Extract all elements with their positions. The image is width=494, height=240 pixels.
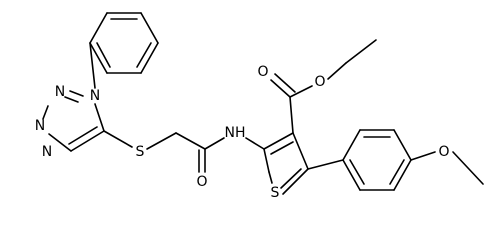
tetrazole-n4-label: N [42,144,52,160]
thiophene-s-label: S [271,185,280,201]
ch2-co-bond [175,132,206,150]
o-ch3-bond [452,151,484,185]
molecule-structure: N N N N S NH O O O O S [35,12,484,201]
ethyl-bond [345,39,377,64]
s-ch2-bond [146,132,177,150]
ester-alkoxy-o-label: O [314,74,325,90]
ester-co-bond-b [274,73,296,93]
tetrazole-ring [42,90,105,152]
methoxyphenyl-ring [342,129,412,191]
ester-co-bond-a [270,79,291,98]
nh-c2-bond [245,137,265,150]
amide-o-label: O [196,174,207,190]
phenyl-ring [89,12,159,74]
tetrazole-n2-label: N [55,84,65,100]
ester-c-o-bond [289,85,313,98]
tetrazole-n3-label: N [35,118,45,134]
c4-aryl-bond [307,159,344,170]
structure-drawing: N N N N S NH O O O O S [35,12,484,201]
thiophene-ring [263,132,309,195]
thioether-s-label: S [136,144,145,160]
phenyl-n-bond [89,42,96,89]
tetrazole-n1-label: N [90,88,100,104]
ester-carbonyl-o-label: O [257,64,268,80]
co-nh-bond [204,137,225,150]
methoxy-o-label: O [438,144,449,160]
c-s-bond [103,130,133,148]
o-ch2-bond [327,62,347,80]
amide-nh-label: NH [225,125,246,141]
aryl-o-bond [410,151,436,161]
c3-ester-bond [289,96,294,134]
